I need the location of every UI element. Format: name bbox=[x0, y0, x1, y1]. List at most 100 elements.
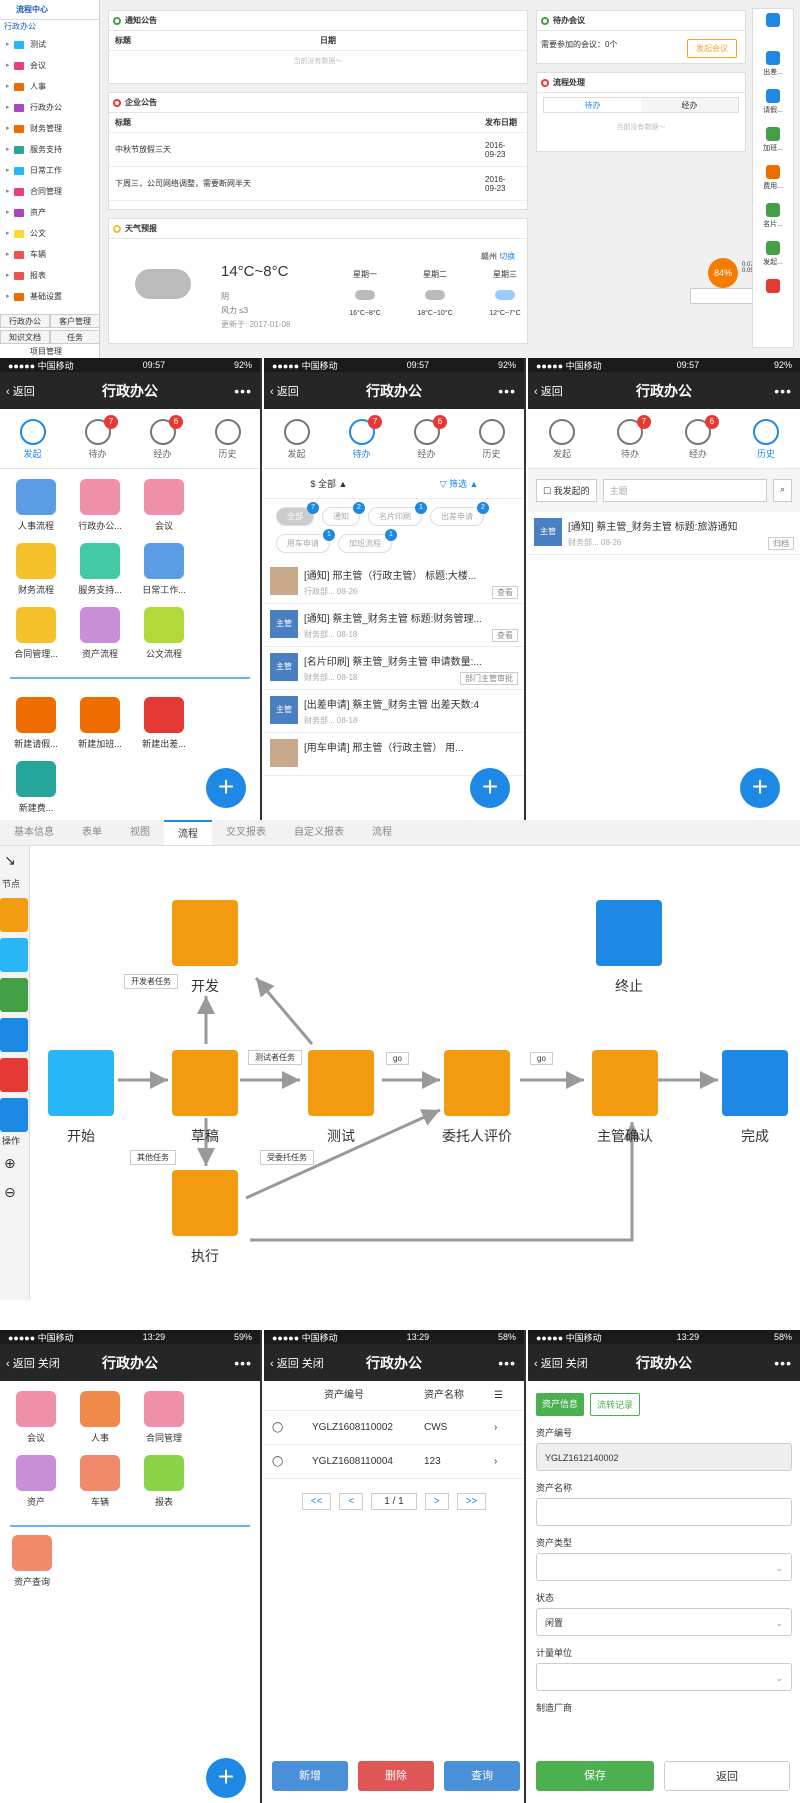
add-button[interactable]: + bbox=[206, 1758, 246, 1798]
app-asset-query[interactable]: 资产查询 bbox=[0, 1535, 64, 1599]
sidebar-tree-item[interactable]: ▸基础设置 bbox=[0, 286, 99, 307]
tab-admin[interactable]: 行政办公 bbox=[0, 314, 50, 328]
workflow-tab[interactable]: 交叉报表 bbox=[226, 827, 266, 838]
filter-all[interactable]: $ 全部 ▲ bbox=[310, 479, 348, 489]
workflow-tab[interactable]: 自定义报表 bbox=[294, 827, 344, 838]
app-tile[interactable]: 财务流程 bbox=[4, 537, 68, 601]
app-tile[interactable]: 公文流程 bbox=[132, 601, 196, 665]
user-task-tool[interactable] bbox=[0, 898, 28, 932]
app-tile[interactable]: 资产流程 bbox=[68, 601, 132, 665]
tab-docs[interactable]: 知识文档 bbox=[0, 330, 50, 344]
app-tile[interactable]: 会议 bbox=[4, 1385, 68, 1449]
tab-crm[interactable]: 客户管理 bbox=[50, 314, 100, 328]
sidebar-tree-item[interactable]: ▸车辆 bbox=[0, 244, 99, 265]
app-tile[interactable]: 新建请假... bbox=[4, 691, 68, 755]
app-tile[interactable]: 报表 bbox=[132, 1449, 196, 1513]
message-action[interactable]: 查看 bbox=[492, 586, 518, 599]
start-tool[interactable] bbox=[0, 938, 28, 972]
app-tile[interactable]: 新建加班... bbox=[68, 691, 132, 755]
tab-tasks[interactable]: 任务 bbox=[50, 330, 100, 344]
app-tile[interactable]: 合同管理 bbox=[132, 1385, 196, 1449]
app-tile[interactable]: 人事 bbox=[68, 1385, 132, 1449]
tab-asset-info[interactable]: 资产信息 bbox=[536, 1393, 585, 1416]
sidebar-tree-item[interactable]: ▸测试 bbox=[0, 34, 99, 55]
app-tile[interactable]: 会议 bbox=[132, 473, 196, 537]
add-button[interactable]: + bbox=[206, 768, 246, 808]
first-page[interactable]: << bbox=[301, 1493, 332, 1510]
wechat-tool[interactable] bbox=[0, 978, 28, 1012]
group-tool[interactable] bbox=[0, 1098, 28, 1132]
workflow-node-done[interactable] bbox=[722, 1050, 788, 1116]
unit-select[interactable]: ⌄ bbox=[536, 1663, 792, 1691]
speed-meter[interactable]: 84% bbox=[708, 258, 738, 288]
sidebar-tree-item[interactable]: ▸合同管理 bbox=[0, 181, 99, 202]
message-row[interactable]: [用车申请] 邢主管（行政主管） 用... bbox=[264, 733, 524, 776]
message-action[interactable]: 归档 bbox=[768, 537, 794, 550]
save-button[interactable]: 保存 bbox=[536, 1761, 654, 1791]
workflow-node-dev[interactable] bbox=[172, 900, 238, 966]
mine-checkbox[interactable]: ☐ 我发起的 bbox=[536, 479, 597, 502]
search-icon[interactable]: ⌕ bbox=[772, 479, 792, 502]
app-tile[interactable]: 服务支持... bbox=[68, 537, 132, 601]
tab-0[interactable]: 发起 bbox=[264, 409, 329, 468]
workflow-node-client[interactable] bbox=[444, 1050, 510, 1116]
zoom-out-icon[interactable]: ⊖ bbox=[4, 1184, 16, 1200]
workflow-node-exec[interactable] bbox=[172, 1170, 238, 1236]
workflow-node-draft[interactable] bbox=[172, 1050, 238, 1116]
tab-0[interactable]: 发起 bbox=[0, 409, 65, 468]
workflow-tab[interactable]: 表单 bbox=[82, 827, 102, 838]
back-button[interactable]: ‹ 返回 关闭 bbox=[270, 1357, 324, 1370]
tab-todo[interactable]: 待办 bbox=[584, 101, 601, 110]
app-tile[interactable]: 车辆 bbox=[68, 1449, 132, 1513]
finish-tool[interactable] bbox=[0, 1018, 28, 1052]
back-button[interactable]: ‹ 返回 bbox=[270, 385, 299, 398]
tab-done[interactable]: 经办 bbox=[641, 98, 738, 112]
app-tile[interactable]: 合同管理... bbox=[4, 601, 68, 665]
app-tile[interactable]: 资产 bbox=[4, 1449, 68, 1513]
row-checkbox[interactable]: ◯ bbox=[272, 1422, 284, 1433]
workflow-node-stop[interactable] bbox=[596, 900, 662, 966]
row-checkbox[interactable]: ◯ bbox=[272, 1456, 284, 1467]
filter-button[interactable]: ▽ 筛选 ▲ bbox=[439, 479, 479, 489]
sidebar-header[interactable]: 流程中心 bbox=[0, 0, 99, 20]
delete-button[interactable]: 删除 bbox=[358, 1761, 434, 1791]
new-button[interactable]: 新增 bbox=[272, 1761, 348, 1791]
workflow-node-mgr[interactable] bbox=[592, 1050, 658, 1116]
more-icon[interactable]: ••• bbox=[774, 382, 792, 399]
arrow-tool[interactable]: ↘ bbox=[4, 852, 16, 868]
more-icon[interactable]: ••• bbox=[498, 382, 516, 399]
prev-page[interactable]: < bbox=[339, 1493, 364, 1510]
asset-type-select[interactable]: ⌄ bbox=[536, 1553, 792, 1581]
next-page[interactable]: > bbox=[424, 1493, 449, 1510]
query-button[interactable]: 查询 bbox=[444, 1761, 520, 1791]
subject-search[interactable]: 主题 bbox=[602, 479, 767, 502]
return-button[interactable]: 返回 bbox=[664, 1761, 790, 1791]
more-icon[interactable]: ••• bbox=[234, 382, 252, 399]
app-tile[interactable]: 日常工作... bbox=[132, 537, 196, 601]
tab-3[interactable]: 历史 bbox=[195, 409, 260, 468]
message-action[interactable]: 部门主管审批 bbox=[460, 672, 518, 685]
workflow-tab[interactable]: 流程 bbox=[164, 820, 212, 845]
back-button[interactable]: ‹ 返回 bbox=[534, 385, 563, 398]
zoom-in-icon[interactable]: ⊕ bbox=[4, 1155, 16, 1171]
more-icon[interactable]: ••• bbox=[498, 1354, 516, 1371]
state-select[interactable]: 闲置⌄ bbox=[536, 1608, 792, 1636]
app-tile[interactable]: 新建出差... bbox=[132, 691, 196, 755]
start-meeting-button[interactable]: 发起会议 bbox=[687, 39, 737, 58]
sidebar-tree-item[interactable]: ▸财务管理 bbox=[0, 118, 99, 139]
app-tile[interactable]: 人事流程 bbox=[4, 473, 68, 537]
